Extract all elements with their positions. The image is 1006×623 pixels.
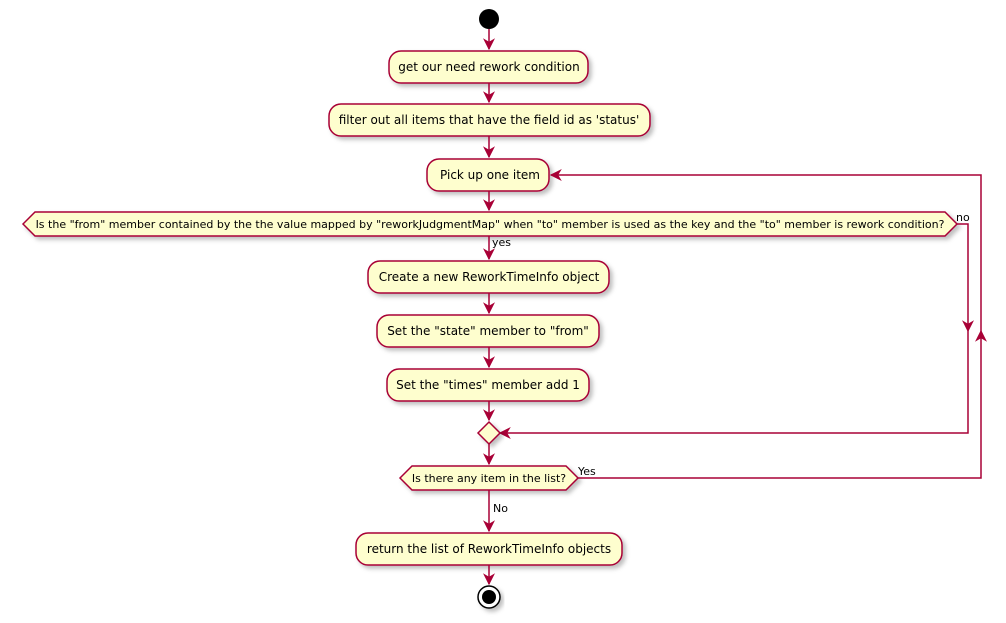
node-get-condition-label: get our need rework condition bbox=[398, 60, 579, 74]
decision-more-items: Is there any item in the list? bbox=[398, 465, 580, 491]
edge-label-contained-yes: yes bbox=[492, 236, 511, 249]
edge-no-branch bbox=[957, 223, 974, 333]
edge-loop-back-upper bbox=[549, 169, 982, 331]
node-filter-items: filter out all items that have the field… bbox=[328, 103, 651, 137]
node-return-list: return the list of ReworkTimeInfo object… bbox=[355, 532, 623, 566]
node-pick-item-label: Pick up one item bbox=[440, 168, 540, 182]
decision-contained: Is the "from" member contained by the th… bbox=[21, 211, 959, 237]
edge-loop-back-lower bbox=[578, 329, 987, 479]
node-set-state-label: Set the "state" member to "from" bbox=[387, 324, 589, 338]
start-circle-icon bbox=[479, 9, 499, 29]
node-set-state: Set the "state" member to "from" bbox=[376, 314, 600, 348]
edge-no-branch-merge bbox=[498, 331, 969, 439]
decision-contained-label: Is the "from" member contained by the th… bbox=[36, 218, 945, 231]
end-circle-icon bbox=[477, 585, 501, 609]
node-set-times-label: Set the "times" member add 1 bbox=[396, 378, 580, 392]
decision-more-items-label: Is there any item in the list? bbox=[412, 472, 566, 485]
node-set-times: Set the "times" member add 1 bbox=[386, 368, 590, 402]
node-filter-items-label: filter out all items that have the field… bbox=[339, 113, 640, 127]
node-create-object: Create a new ReworkTimeInfo object bbox=[367, 260, 610, 294]
merge-diamond bbox=[476, 420, 502, 446]
edge-label-more-no: No bbox=[493, 502, 508, 515]
edge-label-more-yes: Yes bbox=[577, 465, 596, 478]
node-return-list-label: return the list of ReworkTimeInfo object… bbox=[367, 542, 611, 556]
node-create-object-label: Create a new ReworkTimeInfo object bbox=[379, 270, 600, 284]
edge-label-contained-no: no bbox=[956, 211, 970, 224]
node-get-condition: get our need rework condition bbox=[388, 50, 589, 84]
node-pick-item: Pick up one item bbox=[426, 158, 550, 192]
